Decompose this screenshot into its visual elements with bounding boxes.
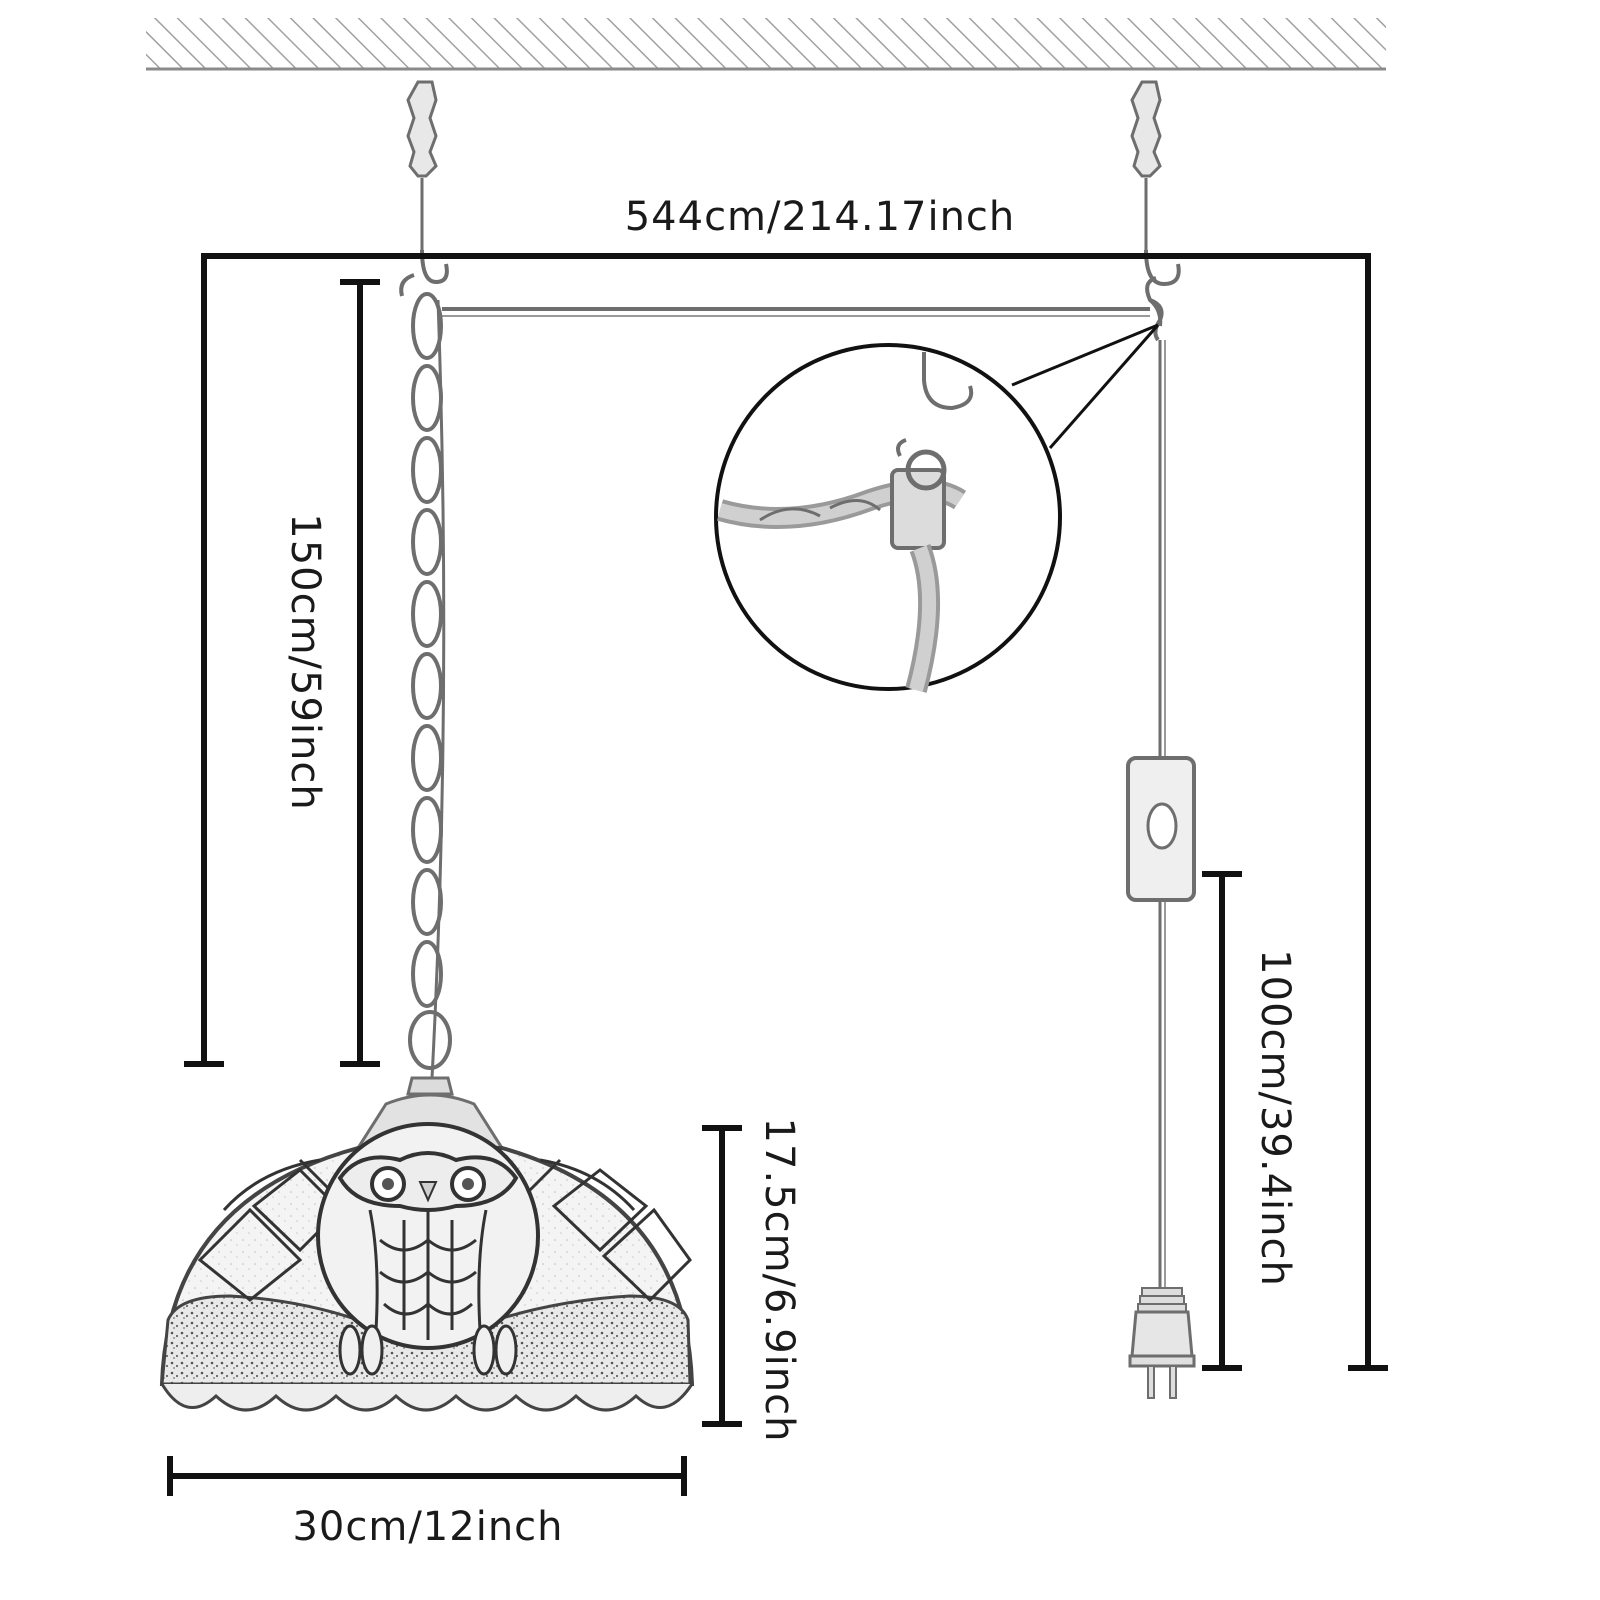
dimension-cord-to-plug bbox=[1202, 871, 1242, 1371]
label-cord-to-plug: 100cm/39.4inch bbox=[1252, 949, 1298, 1287]
inline-switch bbox=[1126, 756, 1196, 902]
swag-hook-left bbox=[399, 249, 449, 297]
owl-stained-glass-shade bbox=[159, 1076, 695, 1412]
two-prong-plug bbox=[1128, 1287, 1196, 1399]
dimension-total-length bbox=[184, 253, 1388, 1371]
dimension-chain-length bbox=[340, 279, 380, 1067]
wall-anchor-right bbox=[1130, 80, 1162, 252]
chain-links bbox=[408, 292, 452, 1079]
wall-anchor-left bbox=[406, 80, 438, 252]
label-shade-diameter: 30cm/12inch bbox=[292, 1504, 563, 1550]
label-total-length: 544cm/214.17inch bbox=[625, 194, 1016, 240]
cord-clip-detail-circle bbox=[714, 323, 1160, 693]
dimension-shade-height bbox=[702, 1125, 742, 1427]
label-chain-length: 150cm/59inch bbox=[282, 513, 328, 811]
cord-top bbox=[442, 298, 1164, 342]
ceiling bbox=[146, 18, 1386, 71]
label-shade-height: 17.5cm/6.9inch bbox=[756, 1118, 802, 1443]
cord-vertical bbox=[1158, 340, 1166, 1290]
dimension-shade-diameter bbox=[167, 1456, 687, 1496]
